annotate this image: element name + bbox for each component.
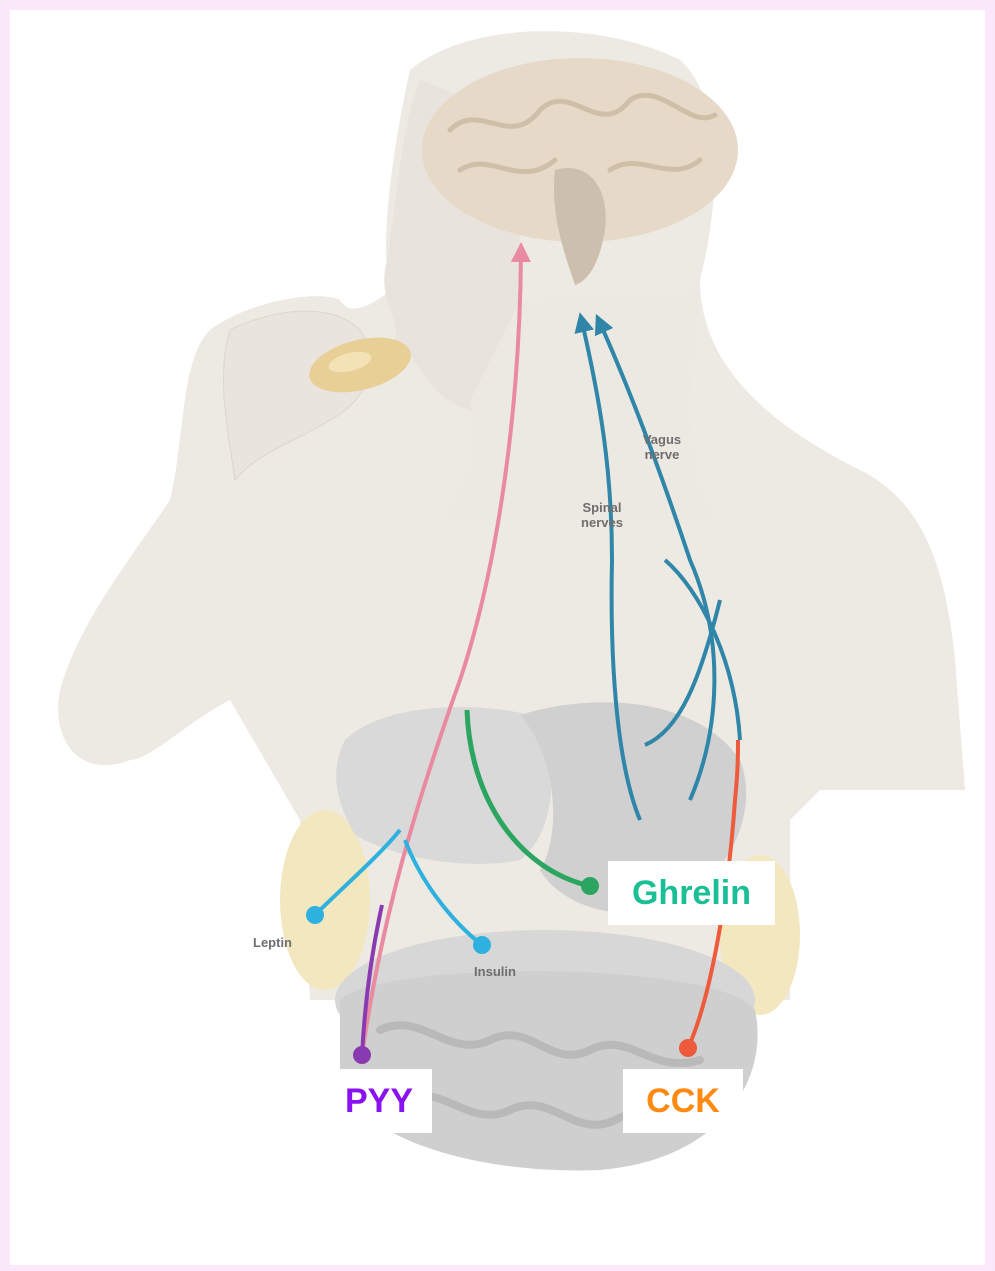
insulin-label: Insulin (450, 964, 540, 979)
pyy-source-dot (353, 1046, 371, 1064)
ghrelin-source-dot (581, 877, 599, 895)
cck-label: CCK (623, 1069, 743, 1133)
vagus-nerve-label: Vagus nerve (622, 432, 702, 462)
cck-source-dot (679, 1039, 697, 1057)
ghrelin-label: Ghrelin (608, 861, 775, 925)
spinal-nerves-label: Spinal nerves (562, 500, 642, 530)
leptin-label: Leptin (235, 935, 310, 950)
figure-frame: Vagus nerve Spinal nerves Leptin Insulin… (10, 10, 985, 1265)
pyy-label: PYY (326, 1069, 432, 1133)
leptin-source-dot (306, 906, 324, 924)
insulin-source-dot (473, 936, 491, 954)
appetite-regulation-illustration (10, 10, 985, 1265)
fat-tissue-left (280, 810, 370, 990)
